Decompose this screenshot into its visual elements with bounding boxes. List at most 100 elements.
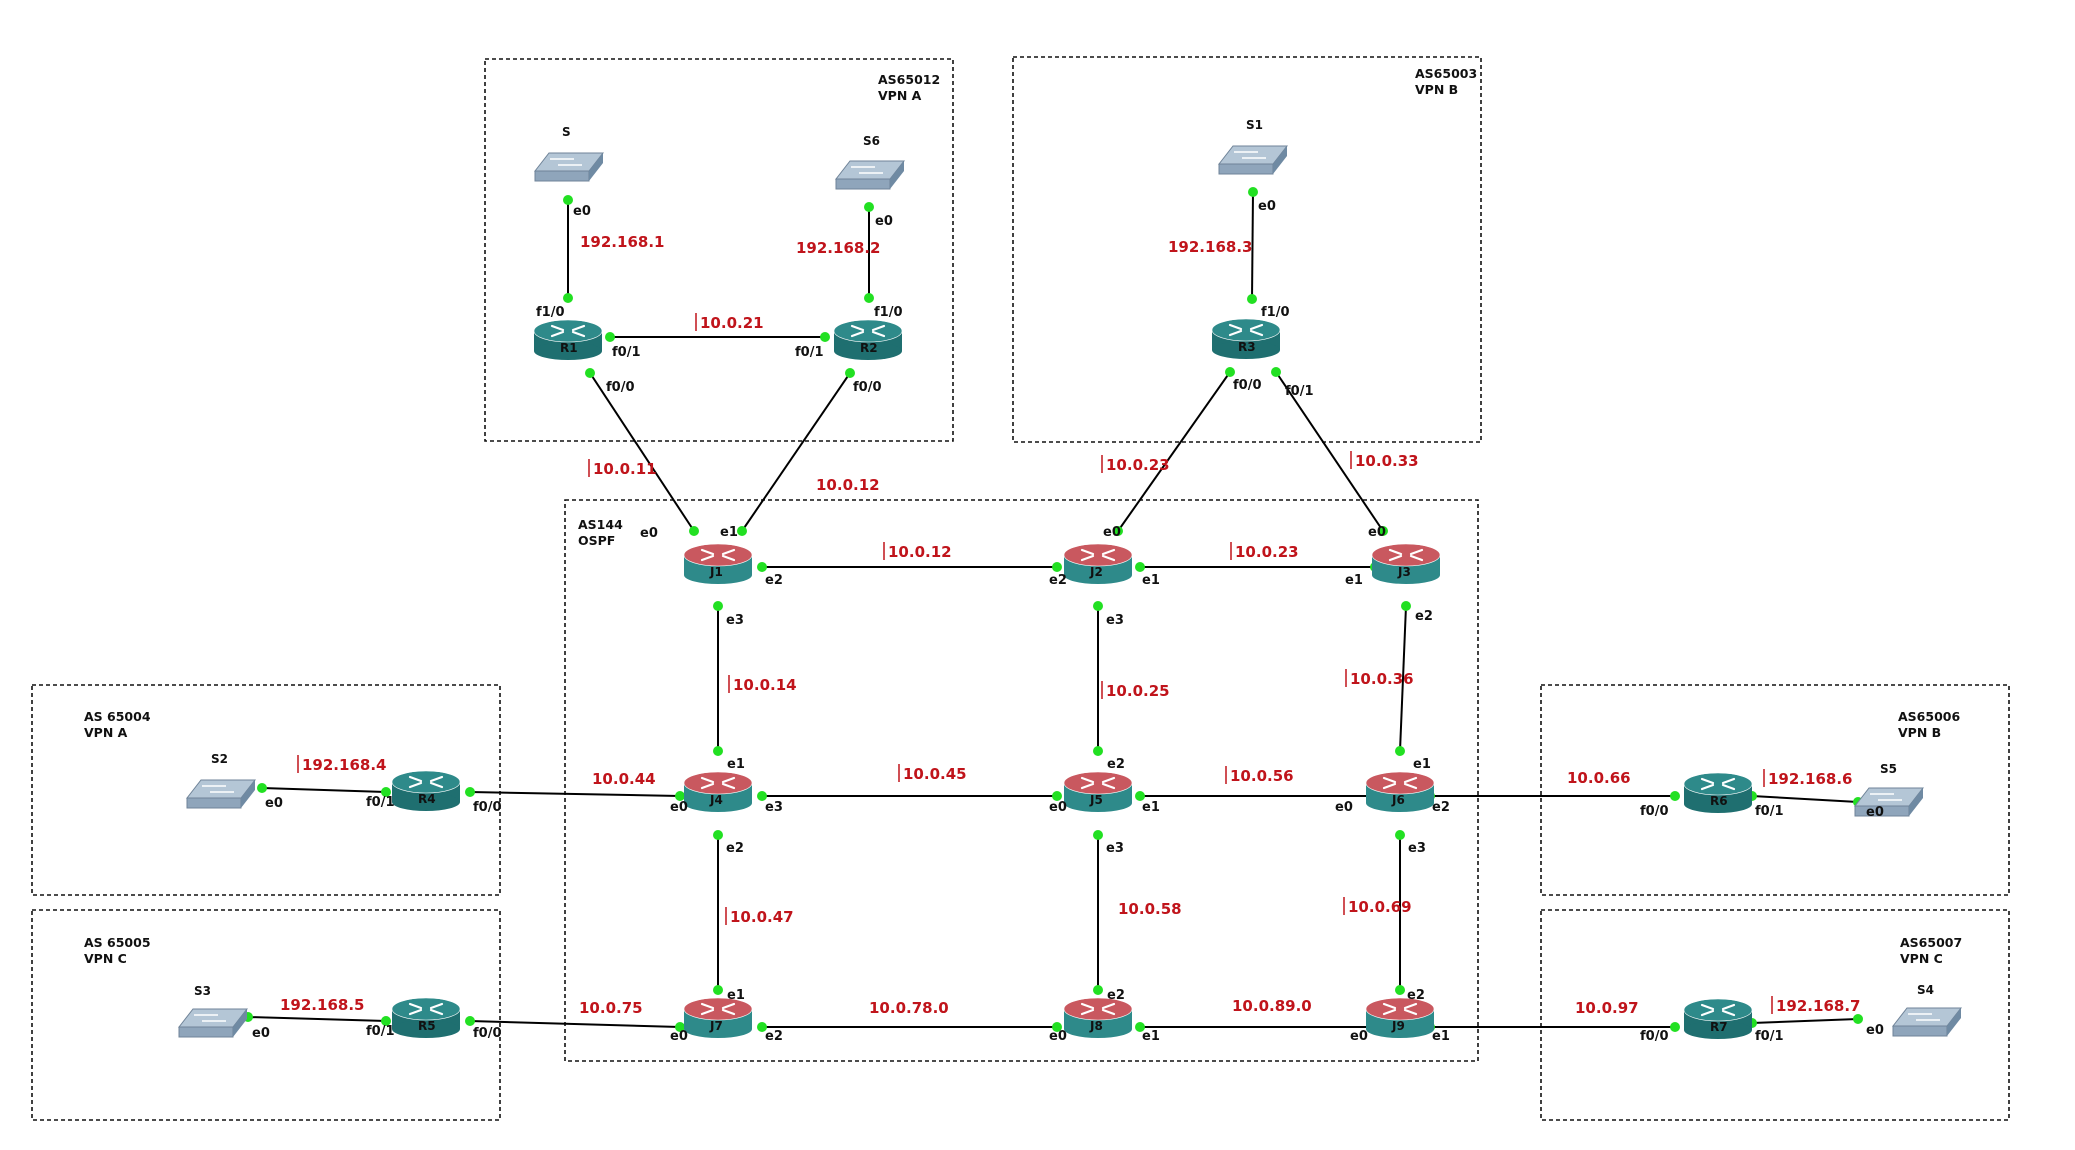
device-s1[interactable]: S1: [1217, 118, 1289, 175]
subnet-label: 192.168.6: [1768, 770, 1852, 788]
router-base: [684, 566, 752, 584]
link-r7-s4[interactable]: [1751, 1018, 1859, 1024]
subnet-label: 192.168.1: [580, 233, 664, 251]
router-base: [1684, 1021, 1752, 1039]
device-j6[interactable]: J6: [1365, 771, 1435, 812]
switch-front: [1892, 1025, 1948, 1037]
router-arrows-icon: [700, 776, 736, 790]
port-dot: [257, 783, 267, 793]
device-label: R1: [560, 341, 578, 355]
device-s4[interactable]: S4: [1891, 983, 1963, 1037]
device-s[interactable]: S: [533, 125, 605, 182]
device-r4[interactable]: R4: [391, 770, 461, 811]
subnet-label: 10.0.33: [1355, 452, 1419, 470]
link-j3-j6[interactable]: [1399, 605, 1407, 752]
link-r2-j1[interactable]: [741, 372, 851, 532]
port-label: e2: [1407, 988, 1425, 1003]
subnet-label: 10.0.23: [1106, 456, 1170, 474]
port-dot: [585, 368, 595, 378]
port-label: e0: [1350, 1029, 1368, 1044]
port-label: e1: [1413, 757, 1431, 772]
switch-side: [1273, 146, 1287, 174]
router-top: [683, 771, 753, 795]
port-dot: [1052, 1022, 1062, 1032]
device-label: R4: [418, 792, 436, 806]
device-j2[interactable]: J2: [1063, 543, 1133, 584]
device-s2[interactable]: S2: [185, 752, 257, 809]
subnet-label: 10.0.44: [592, 770, 656, 788]
port-dot: [1395, 985, 1405, 995]
link-r3-j3[interactable]: [1275, 371, 1384, 532]
device-label: S2: [211, 752, 228, 766]
link-r5-j7[interactable]: [469, 1020, 681, 1028]
device-r6[interactable]: R6: [1683, 772, 1753, 813]
subnet-label: 192.168.7: [1776, 997, 1860, 1015]
as-boundary: [1540, 684, 2010, 896]
as-boundary: [1012, 56, 1482, 443]
device-s5[interactable]: S5: [1853, 762, 1925, 817]
port-dot: [1093, 985, 1103, 995]
device-j7[interactable]: J7: [683, 997, 753, 1038]
port-label: f0/1: [1285, 384, 1314, 399]
device-r2[interactable]: R2: [833, 319, 903, 360]
port-dot: [1378, 526, 1388, 536]
port-dot: [864, 293, 874, 303]
switch-side: [1947, 1008, 1961, 1036]
device-r5[interactable]: R5: [391, 997, 461, 1038]
device-j3[interactable]: J3: [1371, 543, 1441, 584]
device-j1[interactable]: J1: [683, 543, 753, 584]
port-label: e3: [726, 613, 744, 628]
device-s6[interactable]: S6: [834, 134, 906, 190]
port-dot: [864, 202, 874, 212]
link-s2-r4[interactable]: [261, 787, 387, 793]
subnet-label: 10.0.78.0: [869, 999, 949, 1017]
port-dot: [1670, 1022, 1680, 1032]
as-box-subtitle: VPN A: [84, 725, 128, 740]
router-arrows-icon: [1080, 776, 1116, 790]
subnet-label: 192.168.4: [302, 756, 386, 774]
router-top: [683, 997, 753, 1021]
port-label: e2: [1415, 609, 1433, 624]
link-r4-j4[interactable]: [469, 791, 681, 797]
link-r3-j2[interactable]: [1117, 371, 1231, 532]
switch-arrows-icon: [851, 166, 883, 174]
device-j5[interactable]: J5: [1063, 771, 1133, 812]
device-j8[interactable]: J8: [1063, 997, 1133, 1038]
router-top: [1063, 543, 1133, 567]
subnet-label: 10.0.47: [730, 908, 794, 926]
switch-arrows-icon: [1870, 793, 1902, 801]
port-label: e3: [1106, 613, 1124, 628]
device-label: J6: [1391, 793, 1405, 807]
router-base: [1366, 1020, 1434, 1038]
device-s3[interactable]: S3: [177, 984, 249, 1038]
router-arrows-icon: [1080, 548, 1116, 562]
as-box-subtitle: VPN C: [1900, 951, 1943, 966]
subnet-label: 10.0.75: [579, 999, 643, 1017]
router-base: [1064, 1020, 1132, 1038]
port-dot: [845, 368, 855, 378]
port-dot: [1093, 746, 1103, 756]
link-r6-s5[interactable]: [1751, 795, 1859, 803]
switch-side: [589, 153, 603, 181]
port-dot: [381, 787, 391, 797]
link-s1-r3[interactable]: [1251, 191, 1254, 300]
port-label: e0: [640, 526, 658, 541]
device-j9[interactable]: J9: [1365, 997, 1435, 1038]
device-j4[interactable]: J4: [683, 771, 753, 812]
port-label: e1: [727, 757, 745, 772]
device-r1[interactable]: R1: [533, 319, 603, 360]
link-s3-r5[interactable]: [247, 1016, 387, 1022]
device-r7[interactable]: R7: [1683, 998, 1753, 1039]
router-base: [1064, 566, 1132, 584]
port-dot: [1135, 1022, 1145, 1032]
port-label: f0/0: [853, 380, 882, 395]
router-arrows-icon: [1080, 1002, 1116, 1016]
port-label: e0: [1049, 800, 1067, 815]
port-label: f1/0: [1261, 305, 1290, 320]
port-dot: [713, 985, 723, 995]
device-label: J1: [709, 565, 723, 579]
device-r3[interactable]: R3: [1211, 318, 1281, 359]
port-dot: [1395, 830, 1405, 840]
link-r1-j1[interactable]: [589, 372, 695, 532]
